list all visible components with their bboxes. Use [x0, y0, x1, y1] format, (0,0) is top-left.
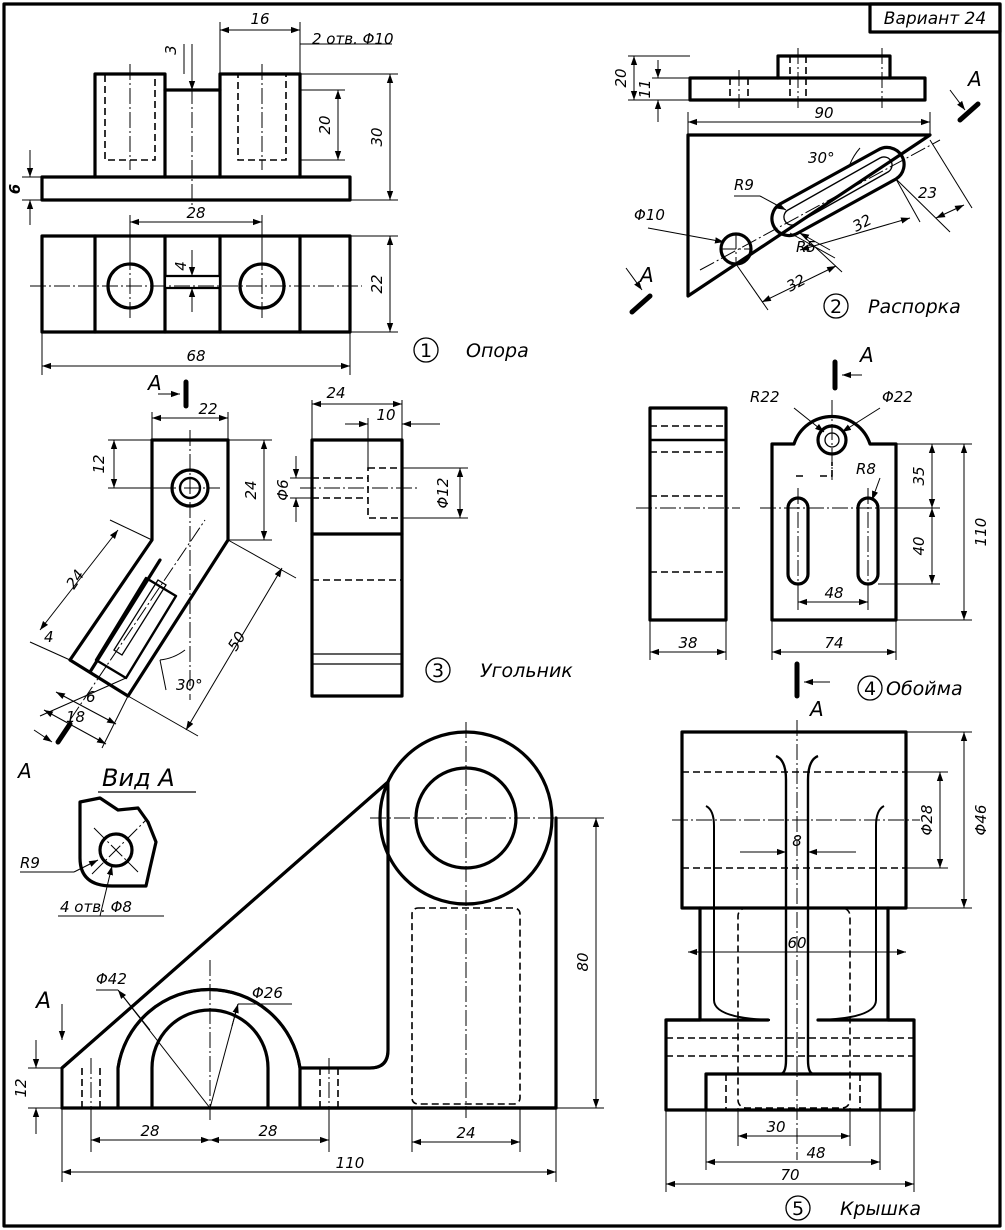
variant-box [868, 2, 1002, 34]
view-a-r9: R9 [20, 854, 40, 872]
opora-dim-68: 68 [186, 347, 205, 365]
oboima-dim-110: 110 [972, 518, 990, 547]
ugolnik-number: 3 [432, 660, 444, 682]
korpus-dim-phi26: Φ26 [252, 984, 283, 1002]
part-ugolnik: A A 22 12 24 Φ6 24 10 Φ12 24 4 6 18 30° … [16, 371, 573, 783]
korpus-dim-80: 80 [574, 952, 592, 971]
kryshka-dim-phi28: Φ28 [918, 805, 936, 836]
oboima-dim-35: 35 [910, 466, 928, 485]
opora-dim-22: 22 [368, 274, 386, 293]
ugolnik-name: Угольник [480, 660, 573, 682]
oboima-dim-r22: R22 [750, 388, 780, 406]
opora-dim-3: 3 [162, 45, 180, 55]
rasporka-dim-30deg: 30° [808, 149, 835, 167]
rasporka-number: 2 [830, 296, 842, 318]
rasporka-dim-32b: 32 [783, 271, 808, 296]
part-kryshka: Φ46 Φ28 8 60 30 48 70 5 Крышка [664, 720, 990, 1221]
opora-dim-4: 4 [172, 261, 190, 271]
rasporka-dim-r5: R5 [796, 238, 816, 256]
oboima-dim-r8: R8 [856, 460, 876, 478]
ugolnik-dim-18: 18 [66, 708, 85, 726]
ugolnik-dim-10: 10 [376, 406, 395, 424]
rasporka-dim-23: 23 [918, 184, 937, 202]
korpus-dim-24: 24 [456, 1124, 475, 1142]
oboima-view-top: A [858, 343, 874, 367]
opora-number: 1 [420, 340, 432, 362]
ugolnik-dim-30deg: 30° [176, 676, 203, 694]
oboima-dim-38: 38 [678, 634, 697, 652]
opora-dim-28: 28 [186, 204, 205, 222]
korpus-dim-28b: 28 [258, 1122, 277, 1140]
ugolnik-dim-22: 22 [198, 400, 217, 418]
oboima-number: 4 [864, 678, 876, 700]
rasporka-dim-r9: R9 [734, 176, 754, 194]
ugolnik-dim-12: 12 [90, 454, 108, 473]
rasporka-view-top: A [966, 67, 982, 91]
opora-dim-16: 16 [250, 10, 269, 28]
ugolnik-view-bottom: A [16, 759, 32, 783]
oboima-view-bottom: A [808, 697, 824, 721]
kryshka-name: Крышка [840, 1198, 921, 1220]
korpus-view: A [34, 989, 51, 1014]
rasporka-dim-11: 11 [636, 79, 654, 98]
kryshka-dim-8: 8 [792, 832, 802, 850]
korpus-dim-110: 110 [336, 1154, 365, 1172]
oboima-dim-74: 74 [824, 634, 843, 652]
kryshka-dim-30: 30 [766, 1118, 785, 1136]
part-opora: 16 2 отв. Φ10 3 20 30 6 28 4 22 68 1 Опо… [6, 10, 529, 375]
ugolnik-dim-24b: 24 [326, 384, 345, 402]
oboima-dim-phi22: Φ22 [882, 388, 913, 406]
ugolnik-dim-phi6: Φ6 [274, 479, 292, 500]
kryshka-dim-48: 48 [806, 1144, 825, 1162]
korpus-dim-28a: 28 [140, 1122, 159, 1140]
opora-dim-20: 20 [316, 115, 334, 134]
rasporka-dim-20: 20 [612, 68, 630, 87]
kryshka-number: 5 [792, 1198, 804, 1220]
korpus-dim-phi42: Φ42 [96, 970, 127, 988]
part-oboima: A A R22 Φ22 R8 35 40 110 48 38 74 4 Обой… [636, 343, 990, 721]
opora-dim-6: 6 [6, 184, 24, 194]
oboima-dim-48: 48 [824, 584, 843, 602]
oboima-name: Обойма [886, 678, 963, 700]
view-a-detail: Вид А R9 4 отв. Φ8 [20, 764, 196, 917]
kryshka-dim-phi46: Φ46 [972, 805, 990, 836]
opora-name: Опора [466, 340, 529, 362]
opora-holes-note: 2 отв. Φ10 [312, 30, 394, 48]
rasporka-dim-32a: 32 [849, 211, 874, 236]
ugolnik-dim-50: 50 [224, 628, 249, 654]
part-korpus: A Φ42 Φ26 80 12 28 28 24 110 [12, 722, 604, 1182]
view-a-holes: 4 отв. Φ8 [60, 898, 132, 916]
kryshka-dim-70: 70 [780, 1166, 799, 1184]
rasporka-dim-90: 90 [814, 104, 833, 122]
korpus-dim-12: 12 [12, 1078, 30, 1097]
part-rasporka: A A 20 11 90 30° R9 23 Φ10 R5 32 32 2 Ра… [612, 48, 982, 319]
view-a-title: Вид А [102, 764, 175, 792]
opora-dim-30: 30 [368, 127, 386, 146]
kryshka-dim-60: 60 [787, 934, 806, 952]
variant-label: Вариант 24 [884, 9, 986, 29]
ugolnik-view-top: A [146, 371, 162, 395]
ugolnik-dim-24a: 24 [242, 480, 260, 499]
rasporka-view-bottom: A [638, 263, 654, 287]
ugolnik-dim-4: 4 [44, 628, 54, 646]
rasporka-dim-phi10: Φ10 [634, 206, 665, 224]
rasporka-name: Распорка [868, 296, 961, 318]
ugolnik-dim-24c: 24 [62, 566, 88, 592]
oboima-dim-40: 40 [910, 536, 928, 555]
ugolnik-dim-6: 6 [86, 688, 96, 706]
ugolnik-dim-phi12: Φ12 [434, 478, 452, 509]
